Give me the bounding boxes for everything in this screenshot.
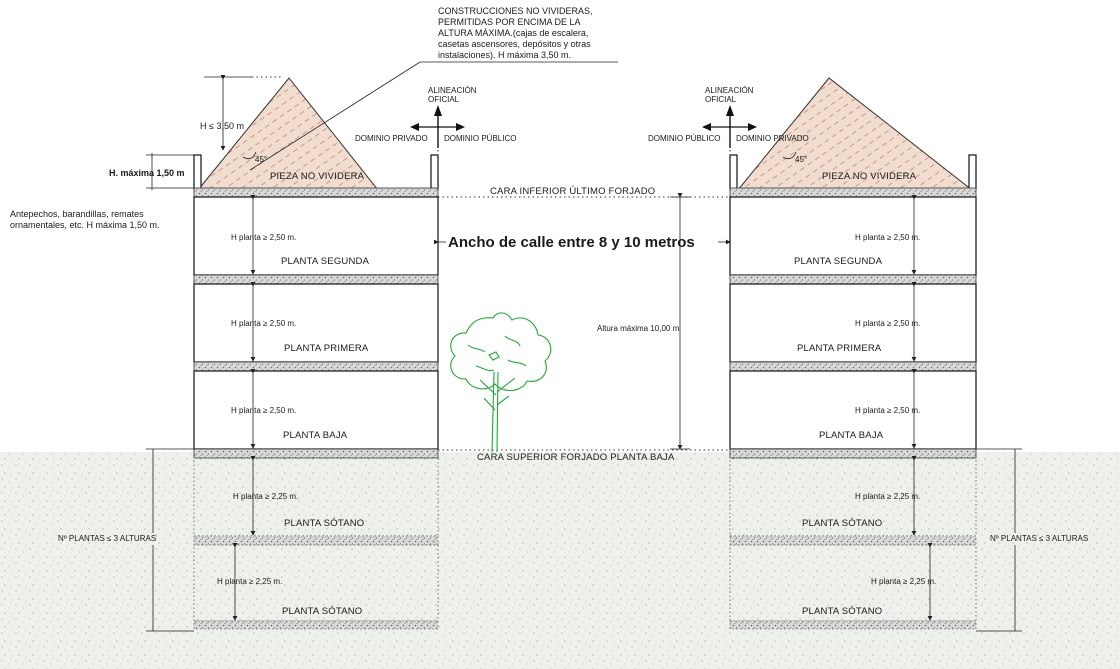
alineacion-left-marker	[410, 105, 465, 175]
right-h-sotano-1: H planta ≥ 2,25 m.	[855, 492, 920, 501]
left-slab-sotano-2	[193, 620, 439, 630]
label-angle-right: 45°	[795, 155, 807, 164]
right-floor-arrows	[911, 195, 933, 621]
left-floor-arrows	[232, 195, 256, 621]
left-floor-primera	[193, 283, 439, 363]
label-h-parapet: H. máxima 1,50 m	[109, 168, 185, 178]
right-angle-arc	[782, 151, 797, 160]
dim-altura-maxima	[670, 193, 690, 450]
right-h-sotano-2: H planta ≥ 2,25 m.	[871, 577, 936, 586]
left-h-segunda: H planta ≥ 2,50 m.	[231, 233, 296, 242]
note-construcciones: CONSTRUCCIONES NO VIVIDERAS, PERMITIDAS …	[438, 6, 593, 60]
dominio-publico-right: DOMINIO PÚBLICO	[648, 134, 720, 143]
dim-roof-height	[204, 75, 282, 151]
label-n-plantas-left: Nº PLANTAS ≤ 3 ALTURAS	[58, 534, 156, 543]
left-parapet-left	[193, 154, 202, 190]
label-h-roof: H ≤ 3,50 m	[200, 121, 244, 131]
left-slab-1	[193, 274, 439, 285]
right-h-segunda: H planta ≥ 2,50 m.	[855, 233, 920, 242]
alineacion-right-2: OFICIAL	[705, 95, 737, 104]
ground-area	[0, 452, 1120, 669]
right-slab-1	[729, 274, 977, 285]
left-parapet-right	[430, 154, 439, 190]
label-pieza-left: PIEZA NO VIVIDERA	[270, 171, 365, 182]
note-line-1: CONSTRUCCIONES NO VIVIDERAS,	[438, 6, 593, 16]
right-label-primera: PLANTA PRIMERA	[797, 343, 882, 354]
alineacion-left-2: OFICIAL	[428, 95, 460, 104]
right-slab-ground	[729, 448, 977, 459]
left-slab-sotano-1	[193, 535, 439, 546]
note-leader-diag	[249, 61, 421, 171]
label-altura-maxima: Altura máxima 10,00 m	[597, 324, 680, 333]
note-antepechos: Antepechos, barandillas, remates ornamen…	[10, 209, 160, 230]
dominio-publico-left: DOMINIO PÚBLICO	[444, 134, 516, 143]
right-label-segunda: PLANTA SEGUNDA	[794, 256, 883, 267]
alineacion-right-1: ALINEACIÓN	[705, 86, 754, 95]
right-h-primera: H planta ≥ 2,50 m.	[855, 319, 920, 328]
antepechos-line-1: Antepechos, barandillas, remates	[10, 209, 144, 219]
left-building	[193, 77, 439, 630]
right-floor-baja	[729, 370, 977, 450]
note-line-4: casetas ascensores, depósitos y otras	[438, 39, 591, 49]
dim-n-plantas-right	[976, 448, 1022, 632]
right-slab-2	[729, 361, 977, 372]
dim-n-plantas-left	[146, 448, 194, 632]
left-slab-roof	[193, 187, 439, 198]
label-ancho-calle: Ancho de calle entre 8 y 10 metros	[448, 234, 695, 251]
left-floor-baja	[193, 370, 439, 450]
left-h-sotano-1: H planta ≥ 2,25 m.	[233, 492, 298, 501]
right-slab-sotano-2	[729, 620, 977, 630]
note-line-2: PERMITIDAS POR ENCIMA DE LA	[438, 17, 581, 27]
left-angle-arc	[242, 151, 257, 160]
label-cara-inferior: CARA INFERIOR ÚLTIMO FORJADO	[490, 186, 655, 197]
left-h-primera: H planta ≥ 2,50 m.	[231, 319, 296, 328]
right-label-sotano-2: PLANTA SÓTANO	[802, 606, 882, 617]
right-floor-primera	[729, 283, 977, 363]
right-label-baja: PLANTA BAJA	[819, 430, 884, 441]
dominio-privado-right: DOMINIO PRIVADO	[736, 134, 809, 143]
right-floor-segunda	[729, 196, 977, 276]
tree	[450, 312, 552, 453]
left-label-sotano-2: PLANTA SÓTANO	[282, 606, 362, 617]
right-sotano-1	[729, 457, 977, 537]
right-slab-sotano-1	[729, 535, 977, 546]
right-label-sotano-1: PLANTA SÓTANO	[802, 518, 882, 529]
label-angle-left: 45°	[255, 155, 267, 164]
left-h-sotano-2: H planta ≥ 2,25 m.	[217, 577, 282, 586]
right-building	[729, 77, 977, 630]
right-parapet-left	[729, 154, 738, 190]
right-h-baja: H planta ≥ 2,50 m.	[855, 406, 920, 415]
dim-parapet-height	[146, 153, 194, 190]
label-pieza-right: PIEZA NO VIVIDERA	[822, 171, 917, 182]
note-line-5: instalaciones). H máxima 3,50 m.	[438, 50, 571, 60]
alineacion-right-marker	[702, 105, 757, 175]
left-label-sotano-1: PLANTA SÓTANO	[284, 518, 364, 529]
right-parapet-right	[968, 154, 977, 190]
label-n-plantas-right: Nº PLANTAS ≤ 3 ALTURAS	[990, 534, 1088, 543]
alineacion-left-1: ALINEACIÓN	[428, 86, 477, 95]
antepechos-line-2: ornamentales, etc. H máxima 1,50 m.	[10, 220, 160, 230]
left-label-segunda: PLANTA SEGUNDA	[281, 256, 370, 267]
right-slab-roof	[729, 187, 977, 198]
left-slab-2	[193, 361, 439, 372]
left-label-primera: PLANTA PRIMERA	[284, 343, 369, 354]
note-line-3: ALTURA MÁXIMA.(cajas de escalera,	[438, 28, 588, 38]
label-cara-superior: CARA SUPERIOR FORJADO PLANTA BAJA	[477, 452, 675, 463]
left-slab-ground	[193, 448, 439, 459]
left-label-baja: PLANTA BAJA	[283, 430, 348, 441]
dominio-privado-left: DOMINIO PRIVADO	[355, 134, 428, 143]
left-h-baja: H planta ≥ 2,50 m.	[231, 406, 296, 415]
